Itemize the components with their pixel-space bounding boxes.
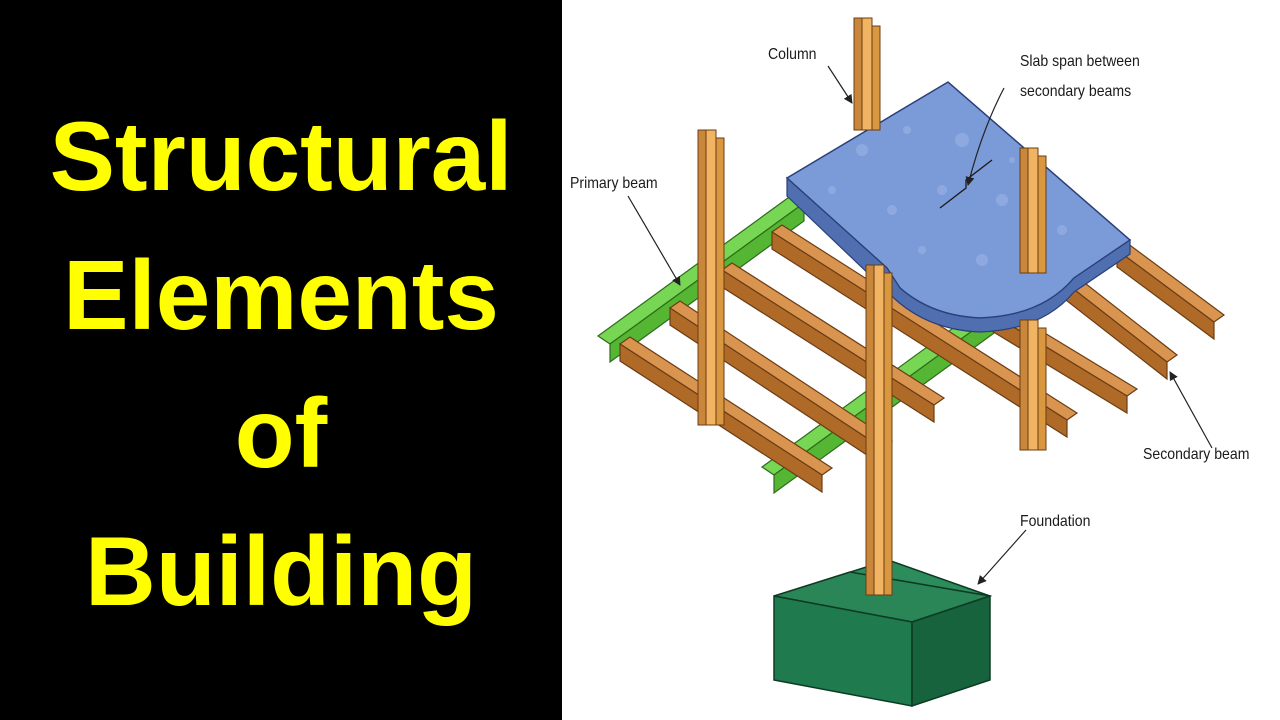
column-left — [697, 129, 725, 426]
label-primary-beam: Primary beam — [570, 175, 658, 192]
leader-primary-beam — [627, 195, 681, 286]
title-panel: Structural Elements of Building — [0, 0, 562, 720]
column-right — [1019, 147, 1047, 451]
label-slab-line-1: Slab span between — [1020, 53, 1140, 70]
columns — [697, 17, 1047, 596]
title-line-building: Building — [85, 516, 477, 626]
leader-foundation — [977, 529, 1027, 585]
label-slab-line-2: secondary beams — [1020, 83, 1132, 100]
leader-column — [827, 65, 853, 104]
column-front — [865, 264, 893, 596]
label-leaders — [627, 65, 1213, 585]
title-line-elements: Elements — [63, 240, 499, 350]
column-back — [853, 17, 881, 131]
label-foundation: Foundation — [1020, 513, 1091, 530]
title-line-structural: Structural — [49, 101, 513, 211]
structure-illustration — [596, 17, 1226, 708]
label-column: Column — [768, 46, 817, 63]
leader-slab — [965, 87, 1005, 186]
title-line-of: of — [234, 378, 328, 488]
structural-diagram: Column Slab span between secondary beams… — [562, 0, 1280, 720]
label-secondary-beam: Secondary beam — [1143, 446, 1250, 463]
leader-secondary-beam — [1169, 371, 1213, 449]
foundation-block — [773, 559, 993, 708]
